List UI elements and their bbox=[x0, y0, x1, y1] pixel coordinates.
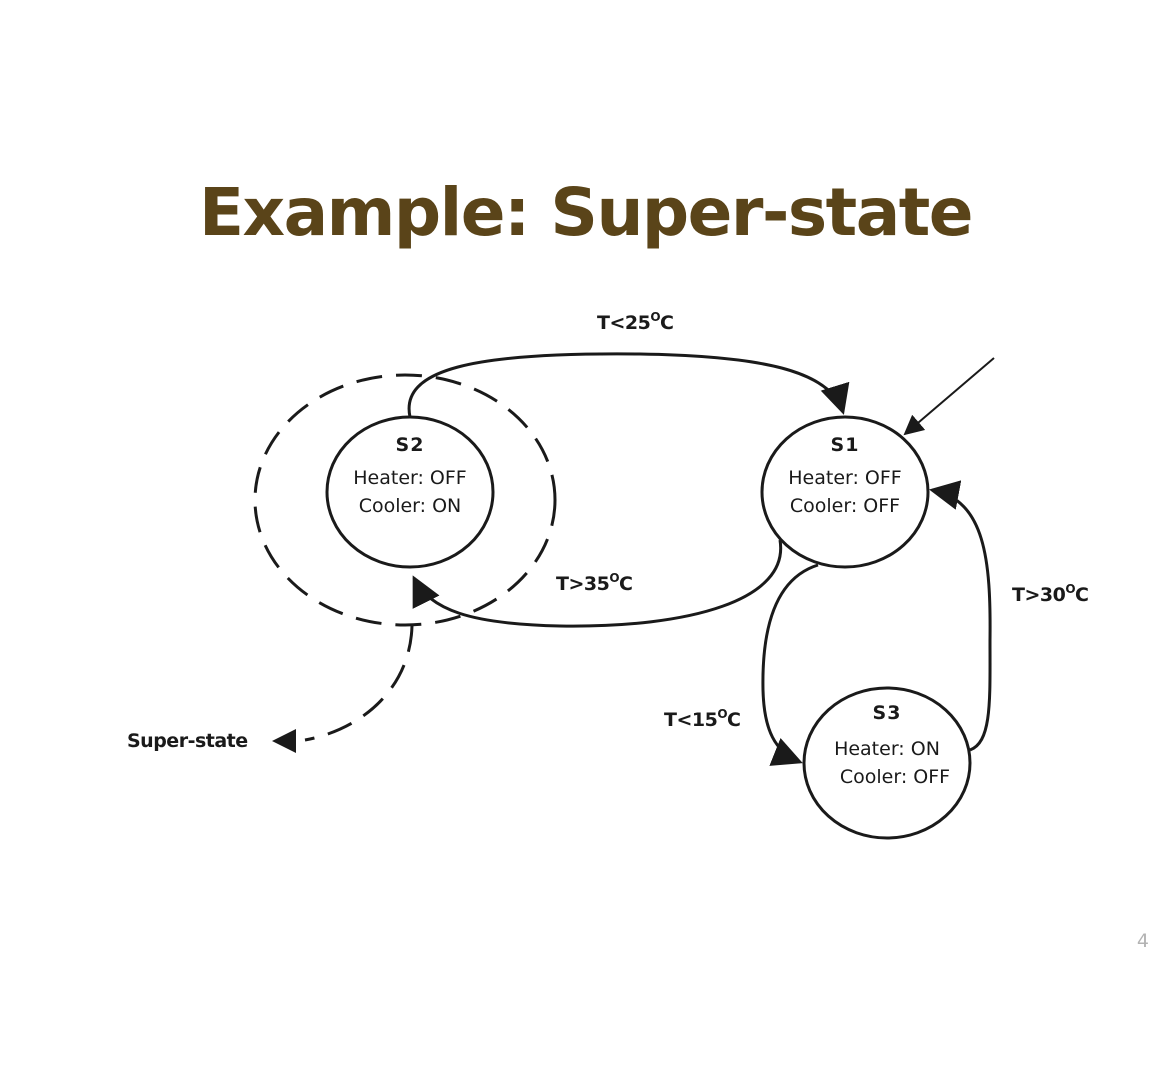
transition-s2-to-s1-condition: T<25 bbox=[597, 312, 650, 334]
super-state-arrowhead-icon bbox=[272, 729, 296, 753]
state-s1-circle bbox=[760, 415, 930, 569]
transition-s2-to-s1-degree: O bbox=[650, 310, 660, 324]
transition-s1-to-s3-condition: T<15 bbox=[664, 709, 717, 731]
state-s2-name: S2 bbox=[396, 434, 425, 456]
transition-s1-to-s2-label: T>35OC bbox=[556, 571, 632, 595]
state-s3-heater: Heater: ON bbox=[834, 738, 940, 760]
transition-s3-to-s1-unit: C bbox=[1075, 584, 1088, 606]
transition-s3-to-s1-condition: T>30 bbox=[1012, 584, 1066, 606]
transition-s1-to-s2-unit: C bbox=[619, 573, 632, 595]
state-s3-name: S3 bbox=[873, 702, 902, 724]
transition-s2-to-s1-unit: C bbox=[660, 312, 673, 334]
transition-s1-to-s2-degree: O bbox=[609, 571, 619, 585]
transition-s1-to-s3 bbox=[761, 563, 819, 766]
super-state-label: Super-state bbox=[127, 730, 248, 752]
transition-s3-to-s1 bbox=[929, 480, 992, 752]
state-s1-heater: Heater: OFF bbox=[788, 467, 902, 489]
slide-title: Example: Super-state bbox=[198, 174, 974, 251]
transition-s3-to-s1-label: T>30OC bbox=[1012, 582, 1088, 606]
transition-s1-to-s2 bbox=[412, 539, 783, 628]
transition-s1-to-s3-label: T<15OC bbox=[664, 707, 740, 731]
super-state-pointer bbox=[304, 625, 414, 742]
transition-s1-to-s2-condition: T>35 bbox=[556, 573, 609, 595]
transition-s2-to-s1 bbox=[407, 352, 850, 418]
state-s3-circle bbox=[802, 686, 972, 840]
transition-s1-to-s3-unit: C bbox=[727, 709, 740, 731]
state-s1: S1 Heater: OFF Cooler: OFF bbox=[760, 415, 930, 569]
state-s2-heater: Heater: OFF bbox=[353, 467, 467, 489]
super-state-boundary bbox=[253, 373, 557, 627]
state-s2-cooler: Cooler: ON bbox=[359, 495, 462, 517]
state-s3: S3 Heater: ON Cooler: OFF bbox=[802, 686, 972, 840]
state-s1-name: S1 bbox=[831, 434, 860, 456]
state-s1-cooler: Cooler: OFF bbox=[790, 495, 900, 517]
initial-transition-arrow bbox=[903, 357, 995, 436]
state-s3-cooler: Cooler: OFF bbox=[840, 766, 950, 788]
transition-s3-to-s1-degree: O bbox=[1065, 582, 1075, 596]
transition-s1-to-s3-degree: O bbox=[717, 707, 727, 721]
page-number: 4 bbox=[1136, 930, 1149, 952]
transition-s2-to-s1-label: T<25OC bbox=[597, 310, 673, 334]
state-s2: S2 Heater: OFF Cooler: ON bbox=[325, 415, 495, 569]
